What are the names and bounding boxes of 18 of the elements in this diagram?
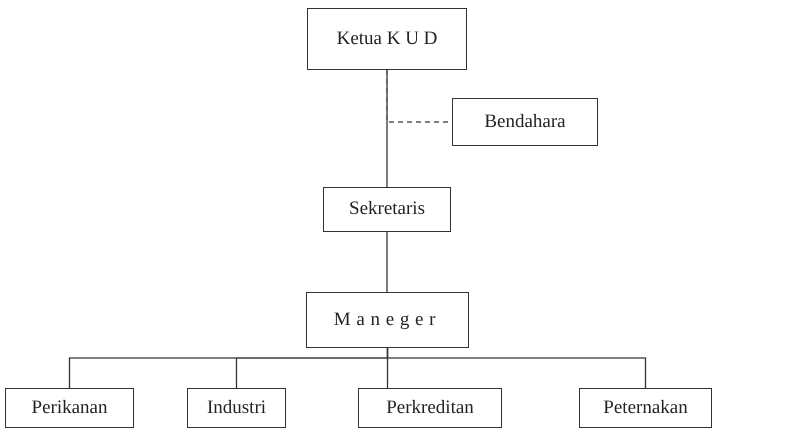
org-box [358, 388, 502, 428]
box-label: Perikanan [32, 396, 108, 420]
connector-line [386, 232, 388, 292]
box-label: Maneger [334, 308, 442, 332]
org-box [579, 388, 712, 428]
org-box [323, 187, 451, 232]
connector-line [386, 348, 646, 388]
org-box [452, 98, 598, 146]
box-label: Bendahara [484, 110, 566, 134]
box-label: Ketua K U D [336, 26, 438, 51]
org-box [307, 8, 467, 70]
box-label: Industri [206, 396, 266, 420]
org-box [187, 388, 286, 428]
box-label: Sekretaris [349, 197, 425, 222]
org-box [5, 388, 134, 428]
box-label: Peternakan [603, 396, 688, 420]
box-label: Perkreditan [386, 396, 474, 420]
org-box [306, 292, 469, 348]
